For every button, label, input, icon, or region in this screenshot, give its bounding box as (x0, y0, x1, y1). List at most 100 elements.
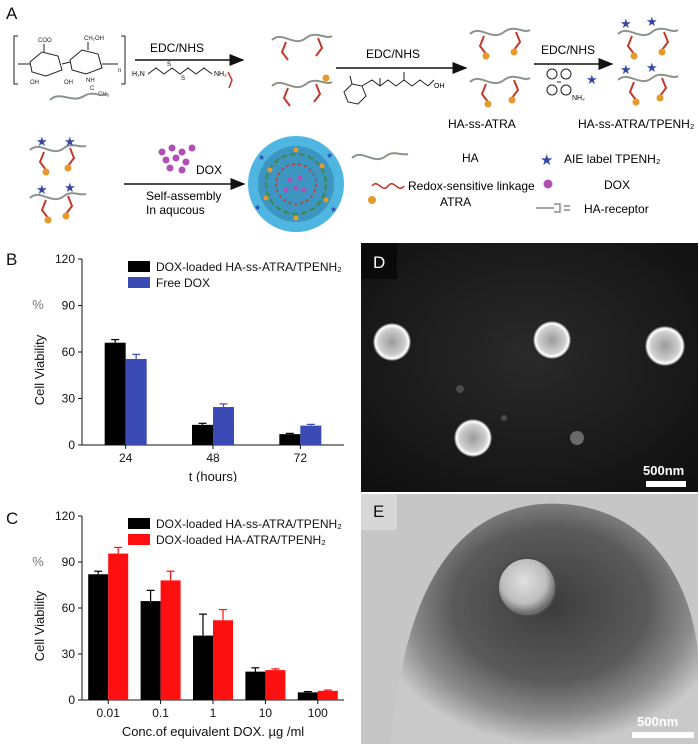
atra-oh-label: OH (434, 83, 445, 90)
chart-b-bar (104, 342, 126, 445)
svg-text:★: ★ (330, 205, 337, 214)
reagent-label-1: EDC/NHS (150, 41, 204, 55)
legend-aie-icon: ★ (540, 152, 553, 169)
chart-c-y-axis-title: Cell Viability (32, 590, 47, 661)
svg-text:NH₂: NH₂ (214, 71, 227, 78)
svg-text:★: ★ (620, 16, 632, 31)
chart-b-x-axis-title: t (hours) (189, 469, 237, 482)
chart-b-bar (300, 425, 322, 445)
chart-c-bar (160, 580, 181, 700)
chart-b-bar (192, 424, 213, 445)
chart-b-xtick-label: 72 (294, 451, 308, 465)
tpenh2-structure (546, 68, 572, 96)
synthesis-scheme: COO CH₂OH OH OH NH C CH₃ n EDC/NHS H₂N S… (13, 14, 695, 232)
svg-text:NH: NH (86, 78, 95, 84)
sem-scale-bar (646, 481, 686, 487)
self-assembly-label: Self-assembly (146, 189, 221, 203)
sem-micrograph: D 500nm (361, 243, 698, 492)
chart-c-bar (317, 690, 338, 700)
svg-text:CH₂OH: CH₂OH (84, 36, 104, 42)
chart-b-bar (125, 358, 147, 445)
chart-b-ytick-label: 0 (68, 438, 75, 452)
chart-b-legend-swatch (128, 277, 150, 288)
svg-text:★: ★ (36, 182, 48, 197)
svg-text:OH: OH (30, 80, 39, 86)
chart-b-bar (279, 434, 301, 445)
dox-molecules (158, 144, 196, 174)
tpenh2-nh2-label: NH₂ (572, 95, 585, 102)
chart-c-x-axis-title: Conc.of equivalent DOX. µg /ml (122, 724, 304, 739)
chart-b-y-unit: % (32, 297, 44, 312)
sem-scale-label: 500nm (643, 463, 685, 478)
chart-c-bar (265, 670, 286, 700)
svg-text:S: S (181, 76, 185, 82)
panel-letter-c: C (6, 509, 19, 528)
chart-b-ytick-label: 90 (62, 299, 76, 313)
chart-c-y-unit: % (32, 554, 44, 569)
nanoparticle: ★★ ★★ (248, 136, 344, 232)
svg-text:★: ★ (646, 14, 658, 29)
chart-b-xtick-label: 24 (119, 451, 133, 465)
aie-star-icon: ★ (586, 72, 598, 87)
ha-ss-atra-product (469, 27, 531, 103)
final-product-copy-stars: ★ ★ ★ ★ (36, 134, 76, 197)
chart-c-ytick-label: 60 (62, 601, 76, 615)
final-product (617, 27, 679, 101)
chart-c-xtick-label: 10 (259, 706, 273, 720)
svg-text:S: S (167, 62, 171, 68)
legend-linkage-icon (371, 183, 405, 189)
final-product-stars: ★★ ★★ (620, 14, 658, 77)
product-label-2: HA-ss-ATRA/TPENH₂ (578, 117, 695, 131)
ha-ss-atra-dots (482, 48, 518, 108)
panel-letter-b: B (6, 250, 18, 269)
chart-c-xtick-label: 0.01 (97, 706, 121, 720)
chart-b-y-axis-title: Cell Viability (32, 334, 47, 405)
tem-micrograph: E 500nm (361, 494, 698, 744)
final-product-copy (29, 144, 87, 219)
chart-c-legend-label: DOX-loaded HA-ATRA/TPENH₂ (156, 533, 326, 547)
chart-b-legend-swatch (128, 261, 150, 272)
chart-c-bar (213, 620, 233, 700)
panel-letter-d: D (373, 253, 386, 272)
svg-text:n: n (118, 68, 121, 74)
atra-dot-icon (322, 74, 330, 82)
reagent-label-3: EDC/NHS (541, 43, 595, 57)
svg-text:★: ★ (64, 180, 76, 195)
ha-structure (13, 35, 126, 85)
svg-text:★: ★ (254, 203, 261, 212)
svg-text:★: ★ (64, 134, 76, 149)
chart-b-ytick-label: 120 (55, 252, 75, 266)
panel-letter-a: A (6, 4, 18, 23)
chart-c-bar (108, 553, 129, 700)
chart-c-bar (193, 635, 213, 700)
ha-ss-intermediate (271, 33, 333, 107)
reagent-label-2: EDC/NHS (366, 47, 420, 61)
medium-label: In aqucous (146, 203, 205, 217)
legend-ha-icon (351, 152, 409, 161)
chart-b-ytick-label: 30 (62, 392, 76, 406)
chart-c-ytick-label: 0 (68, 693, 75, 707)
chart-b-ytick-label: 60 (62, 345, 76, 359)
panel-letter-e: E (373, 502, 385, 521)
chart-b-legend-label: Free DOX (156, 276, 210, 290)
legend-dox-icon (543, 179, 553, 189)
chart-b-legend-label: DOX-loaded HA-ss-ATRA/TPENH₂ (156, 260, 342, 274)
svg-text:★: ★ (36, 134, 48, 149)
nanoparticle-sem-4 (454, 419, 492, 457)
chart-c-xtick-label: 1 (210, 706, 217, 720)
nanoparticle-tem (497, 557, 557, 617)
legend-linkage: Redox-sensitive linkage (408, 179, 535, 193)
dox-label: DOX (196, 163, 222, 177)
product-label-1: HA-ss-ATRA (448, 117, 516, 131)
chart-c-bar (140, 601, 161, 700)
chart-c-ytick-label: 120 (55, 509, 75, 523)
chart-c-bar (88, 574, 109, 700)
svg-text:★: ★ (258, 153, 265, 162)
legend-atra-icon (368, 196, 376, 204)
chart-c-xtick-label: 0.1 (152, 706, 169, 720)
chart-c-legend-swatch (128, 534, 150, 545)
chart-c-xtick-label: 100 (308, 706, 328, 720)
svg-text:OH: OH (64, 80, 73, 86)
legend-atra: ATRA (440, 195, 471, 209)
